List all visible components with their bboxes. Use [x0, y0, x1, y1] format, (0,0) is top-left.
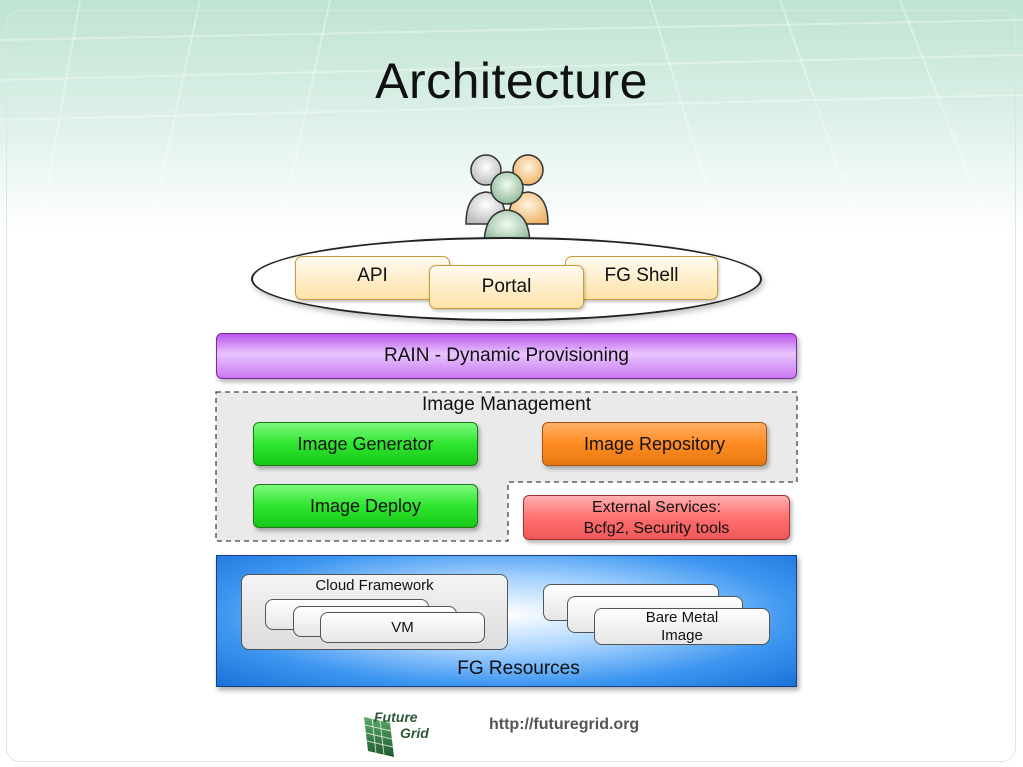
- api-label: API: [357, 265, 388, 286]
- external-services-line2: Bcfg2, Security tools: [583, 519, 730, 537]
- api-box: API: [295, 256, 450, 300]
- vm-label: VM: [391, 619, 414, 636]
- logo-line1: Future: [374, 709, 418, 725]
- vm-box: VM: [320, 612, 485, 643]
- portal-box: Portal: [429, 265, 584, 309]
- footer-url[interactable]: http://futuregrid.org: [489, 716, 640, 733]
- image-deploy-box: Image Deploy: [253, 484, 478, 528]
- slide-title: Architecture: [375, 53, 648, 109]
- external-services-line1: External Services:: [592, 498, 721, 516]
- rain-label: RAIN - Dynamic Provisioning: [384, 345, 629, 366]
- image-deploy-label: Image Deploy: [309, 495, 422, 516]
- fg-resources-label: FG Resources: [457, 658, 580, 679]
- bare-metal-line1: Bare Metal: [645, 608, 719, 626]
- fg-shell-label: FG Shell: [604, 265, 679, 286]
- slide-frame: [6, 10, 1016, 762]
- external-services-box: External Services: Bcfg2, Security tools: [523, 495, 790, 540]
- image-generator-box: Image Generator: [253, 422, 478, 466]
- cloud-framework-label: Cloud Framework: [315, 577, 434, 594]
- bare-metal-line2: Image: [661, 626, 703, 644]
- bare-metal-image-box: Bare Metal Image: [594, 608, 770, 645]
- image-generator-label: Image Generator: [297, 433, 434, 454]
- futuregrid-logo: Future Grid: [364, 709, 429, 757]
- rain-provisioning-bar: RAIN - Dynamic Provisioning: [216, 333, 797, 379]
- portal-label: Portal: [481, 276, 532, 297]
- background-grid-pattern: [0, 0, 1023, 230]
- image-repository-label: Image Repository: [583, 433, 726, 454]
- image-repository-box: Image Repository: [542, 422, 767, 466]
- image-management-label: Image Management: [422, 394, 591, 415]
- logo-line2: Grid: [400, 725, 429, 741]
- fg-shell-box: FG Shell: [565, 256, 718, 300]
